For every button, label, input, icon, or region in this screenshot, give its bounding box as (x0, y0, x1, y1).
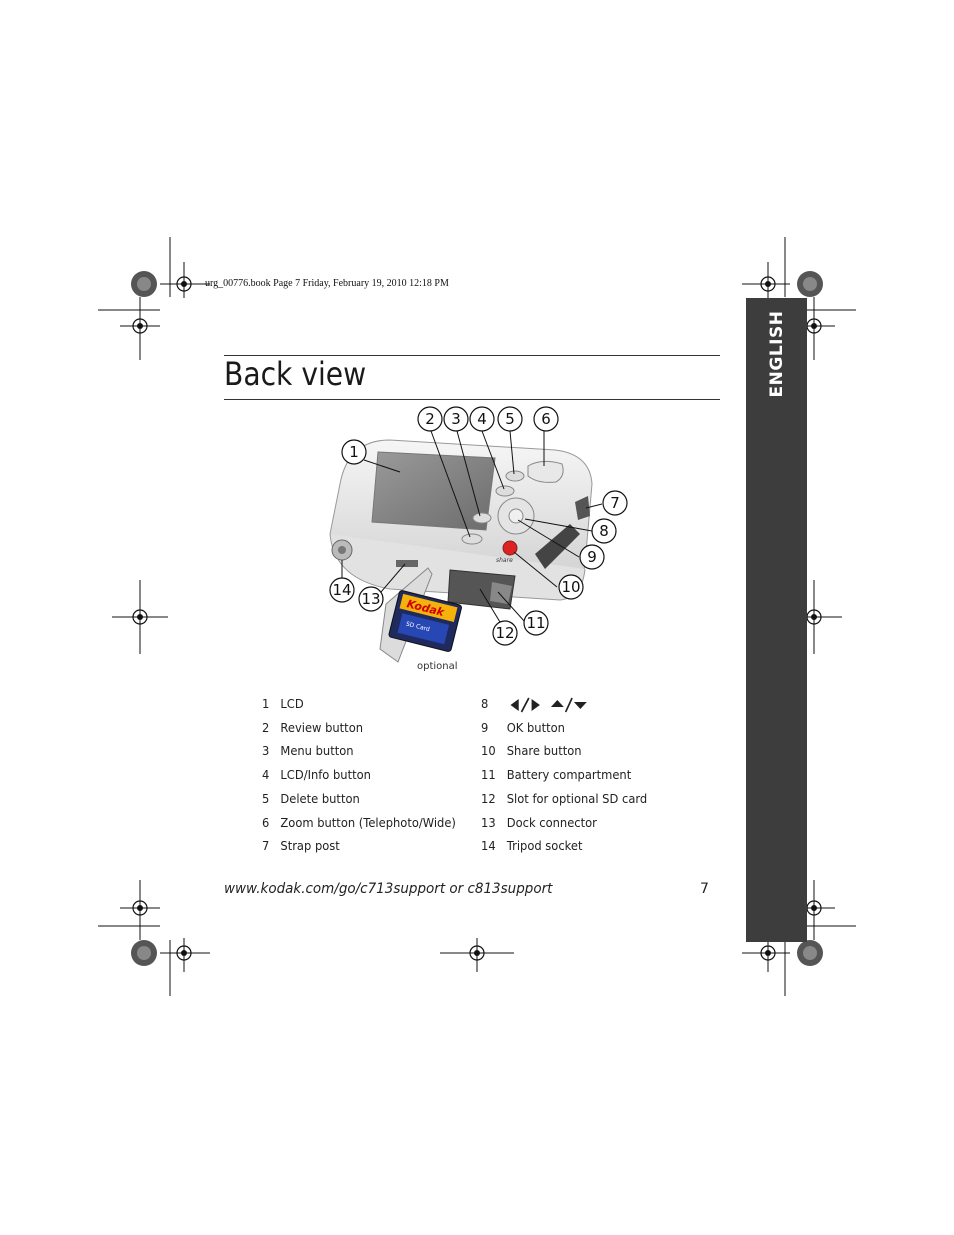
lcd-info-button (495, 485, 515, 497)
menu-button (472, 512, 492, 524)
zoom-button (527, 460, 564, 483)
language-tab: ENGLISH (746, 298, 807, 942)
callout-5: 5 (505, 410, 515, 428)
callout-9: 9 (587, 548, 597, 566)
title-rule-bottom (224, 399, 720, 400)
callout-3: 3 (451, 410, 461, 428)
part-8: 8 (481, 696, 590, 713)
dock-connector (396, 560, 418, 567)
print-header: urg_00776.book Page 7 Friday, February 1… (205, 278, 449, 289)
callout-6: 6 (541, 410, 551, 428)
title-rule-top (224, 355, 720, 356)
camera-back-illustration: share Kodak SD Card optional (329, 406, 628, 672)
sd-card: Kodak SD Card (388, 590, 462, 652)
share-button (502, 540, 518, 556)
callout-8: 8 (599, 522, 609, 540)
svg-text:share: share (496, 557, 513, 564)
lcd-screen (371, 451, 496, 531)
callout-13: 13 (361, 590, 380, 608)
callout-14: 14 (332, 581, 351, 599)
delete-button (505, 470, 525, 482)
page-number: 7 (700, 881, 709, 897)
ok-button (508, 508, 524, 524)
callout-7: 7 (610, 494, 620, 512)
callout-4: 4 (477, 410, 487, 428)
callout-10: 10 (561, 578, 580, 596)
callout-1: 1 (349, 443, 359, 461)
page-title: Back view (224, 355, 367, 393)
optional-label: optional (417, 661, 458, 672)
review-button (461, 533, 483, 545)
callout-11: 11 (526, 614, 545, 632)
footer-support-url[interactable]: www.kodak.com/go/c713support or c813supp… (224, 881, 553, 897)
left-right-up-down-arrows-icon (510, 697, 587, 712)
language-tab-label: ENGLISH (766, 310, 787, 398)
callout-2: 2 (425, 410, 435, 428)
callout-12: 12 (495, 624, 514, 642)
strap-post (575, 496, 590, 520)
